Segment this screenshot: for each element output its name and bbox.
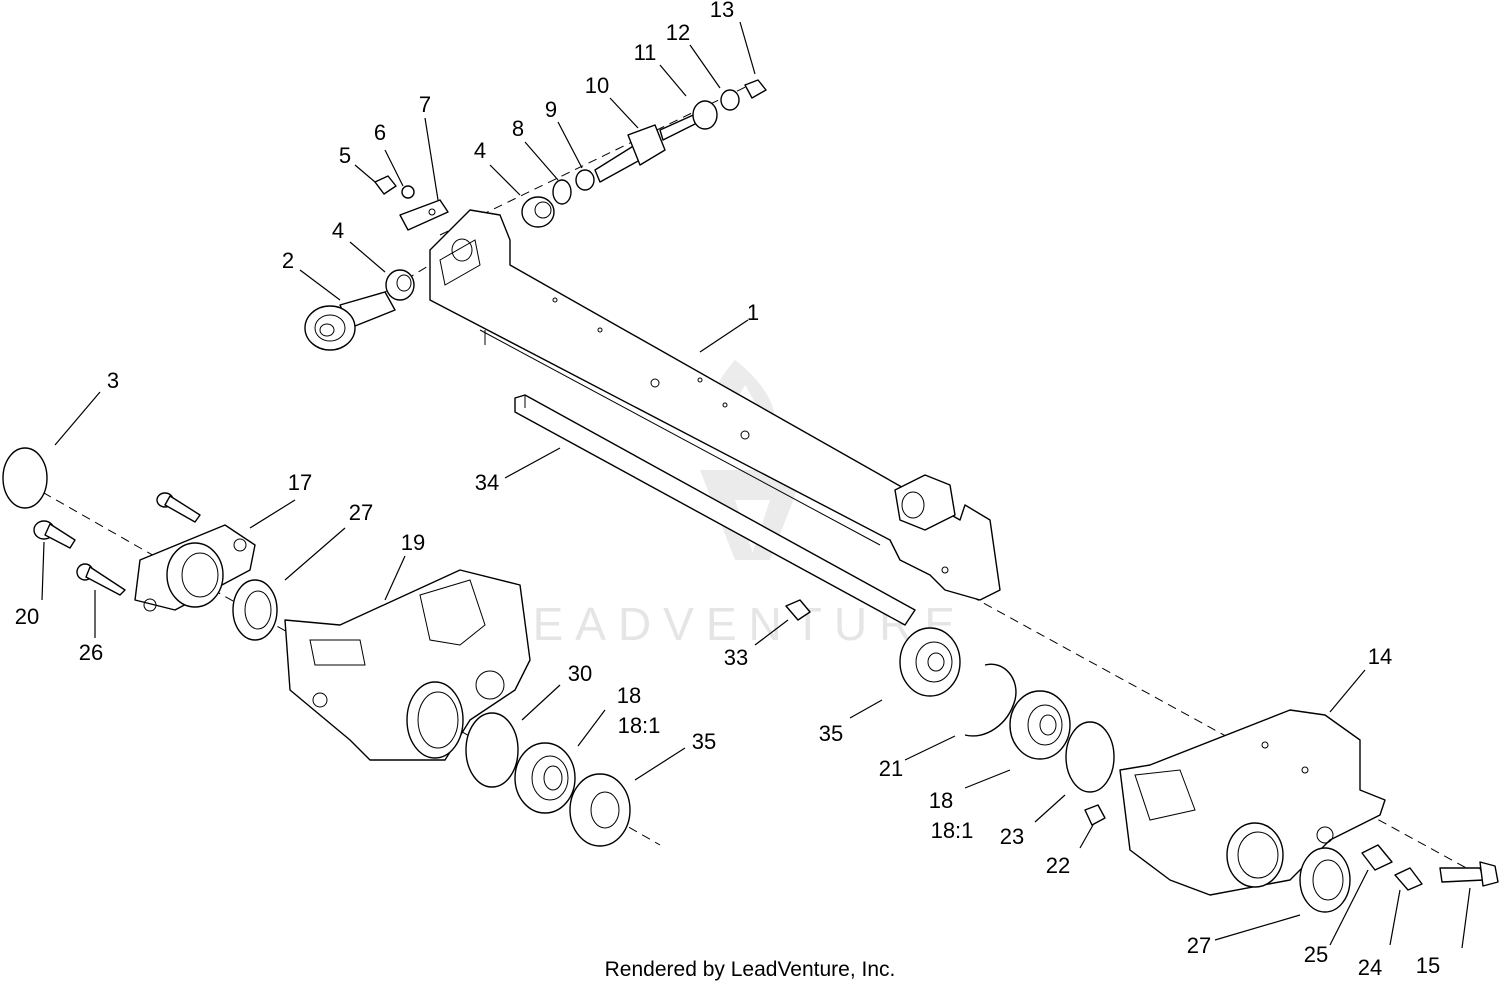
part-24-plug — [1394, 867, 1423, 891]
callout-12: 12 — [666, 20, 690, 45]
part-35-seal-left — [569, 773, 631, 847]
part-4-bushing-right — [521, 196, 555, 228]
callout-8: 8 — [512, 116, 524, 141]
part-27-seal-right — [1299, 847, 1351, 913]
part-27-seal-left — [232, 579, 278, 641]
part-7-bracket — [399, 199, 449, 231]
callout-30: 30 — [568, 661, 592, 686]
part-34-bar — [514, 394, 916, 626]
part-2-gear — [304, 291, 396, 351]
part-8-ring — [552, 179, 572, 205]
part-10-shaft — [594, 111, 704, 183]
callout-20: 20 — [15, 604, 39, 629]
leader-lines — [41, 21, 1471, 949]
callout-5: 5 — [339, 143, 351, 168]
callout-11: 11 — [634, 40, 657, 65]
part-19-housing — [284, 569, 531, 761]
callout-13: 13 — [710, 0, 734, 22]
part-33-nut — [785, 599, 811, 621]
callout-18-right: 18 — [929, 788, 953, 813]
callout-10: 10 — [585, 73, 609, 98]
part-4-bushing-left — [385, 269, 415, 301]
callout-labels: 1 2 3 4 4 5 6 7 8 9 10 11 12 13 14 15 17… — [15, 0, 1440, 980]
part-35-seal-right — [899, 627, 961, 697]
callout-2: 2 — [282, 248, 294, 273]
part-21-snap-ring — [964, 663, 1017, 737]
callout-15: 15 — [1416, 953, 1440, 978]
part-1-frame — [429, 209, 1001, 601]
part-30-oring — [465, 712, 519, 788]
part-17-flange — [134, 524, 256, 612]
part-18-bearing-left — [514, 742, 576, 814]
part-22-nut — [1084, 804, 1106, 826]
part-3-oring — [2, 447, 48, 509]
callout-25: 25 — [1304, 942, 1328, 967]
part-18-bearing-right — [1009, 690, 1071, 760]
callout-24: 24 — [1358, 955, 1382, 980]
callout-21: 21 — [879, 756, 903, 781]
callout-1: 1 — [747, 300, 759, 325]
callout-14: 14 — [1368, 644, 1392, 669]
callout-6: 6 — [374, 120, 386, 145]
part-20-bolt — [33, 520, 76, 549]
assembly-axis-right — [904, 559, 1471, 871]
callout-22: 22 — [1046, 853, 1070, 878]
callout-33: 33 — [724, 645, 748, 670]
render-credit: Rendered by LeadVenture, Inc. — [605, 958, 896, 981]
part-26-bolt — [76, 563, 126, 596]
part-9-snap-ring — [575, 169, 595, 191]
callout-34: 34 — [475, 470, 499, 495]
callout-19: 19 — [401, 530, 425, 555]
callout-9: 9 — [545, 97, 557, 122]
callout-3: 3 — [107, 368, 119, 393]
part-bolt-upper — [156, 492, 201, 523]
callout-18-left: 18 — [617, 683, 641, 708]
callout-35-left: 35 — [692, 729, 716, 754]
part-13-nut — [744, 79, 767, 99]
part-12-spring-washer — [720, 89, 740, 111]
callout-17: 17 — [288, 470, 312, 495]
callout-18-left-ratio: 18:1 — [618, 713, 661, 738]
callout-27-left: 27 — [349, 500, 373, 525]
callout-7: 7 — [419, 92, 431, 117]
callout-18-right-ratio: 18:1 — [931, 818, 974, 843]
part-5-bolt — [374, 175, 397, 195]
callout-23: 23 — [1000, 824, 1024, 849]
part-15-bolt — [1439, 861, 1499, 887]
part-6-washer — [401, 185, 415, 199]
callout-4-left: 4 — [332, 218, 344, 243]
part-11-washer — [692, 100, 718, 130]
callout-27-right: 27 — [1187, 933, 1211, 958]
callout-26: 26 — [79, 640, 103, 665]
part-23-oring — [1065, 721, 1115, 793]
callout-4-right: 4 — [474, 138, 486, 163]
callout-35-right: 35 — [819, 721, 843, 746]
part-25-spacer — [1361, 844, 1393, 871]
